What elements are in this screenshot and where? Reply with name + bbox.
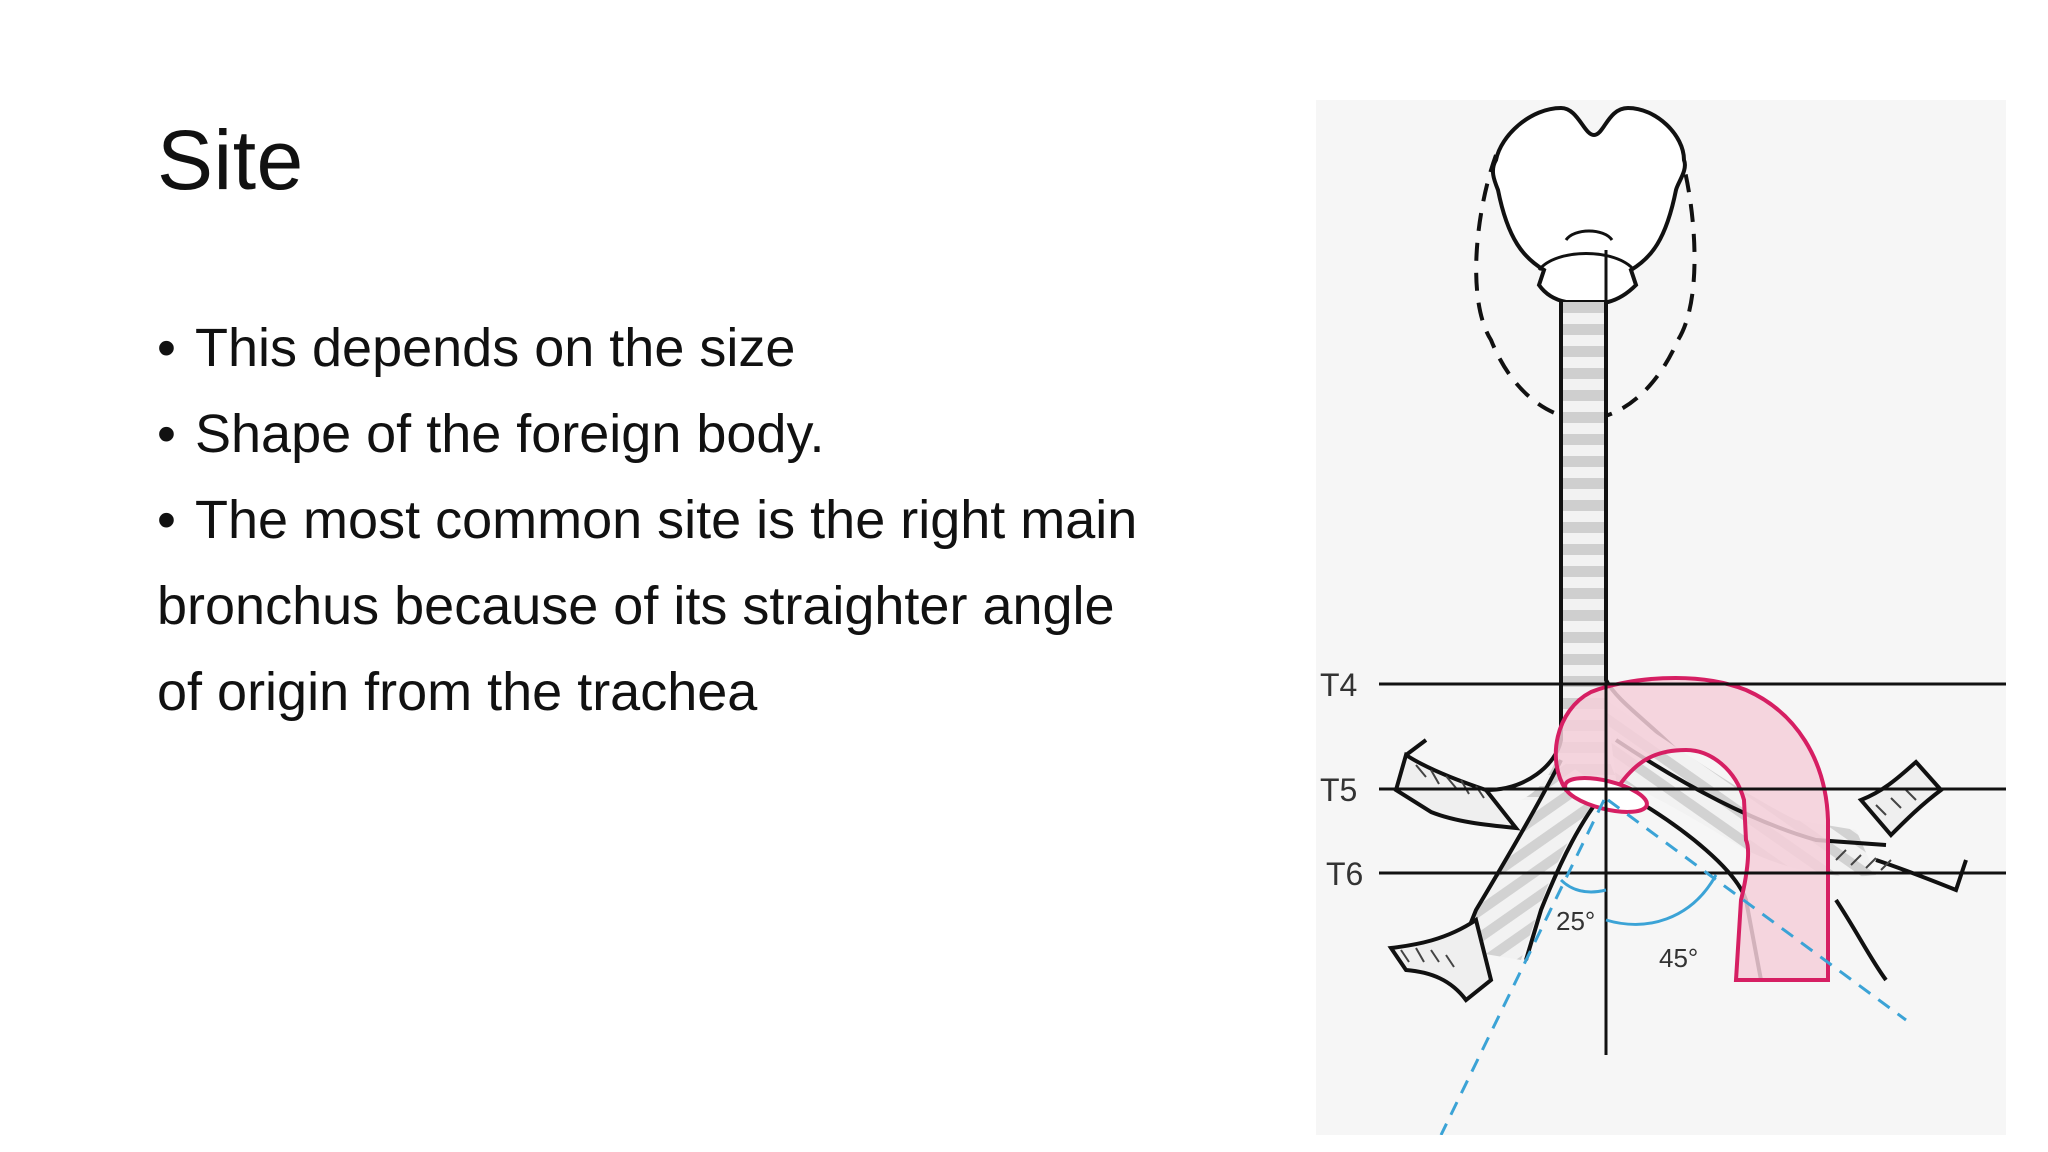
slide-body: • This depends on the size • Shape of the …: [157, 305, 1207, 735]
left-angle-line: [1607, 798, 1907, 1022]
angle-45-label: 45°: [1659, 943, 1698, 973]
t5-label: T5: [1320, 772, 1357, 808]
cricoid-ring: [1564, 229, 1614, 242]
right-angle-arc: [1559, 878, 1607, 894]
continuation-line: bronchus because of its straighter angle: [157, 576, 1115, 636]
bullet-marker: •: [157, 490, 176, 550]
right-lower-bronchus: [1387, 916, 1494, 1003]
angle-25-label: 25°: [1556, 906, 1595, 936]
bullet-item: • Shape of the foreign body.: [157, 391, 1207, 477]
right-main-bronchus: [1461, 760, 1606, 960]
thyroid-outline: [1474, 154, 1697, 423]
left-angle-arc: [1605, 874, 1718, 926]
bullet-text: This depends on the size: [195, 318, 796, 378]
anatomy-illustration: T4 T5 T6 25° 45°: [1320, 105, 2006, 1135]
trachea: [1521, 302, 1641, 800]
bronchi-texture: [1400, 764, 1917, 968]
bullet-text: The most common site is the right main: [195, 490, 1138, 550]
bullet-marker: •: [157, 404, 176, 464]
slide-title: Site: [157, 113, 304, 207]
right-upper-bronchus: [1393, 751, 1521, 831]
aortic-arch: [1553, 676, 1830, 982]
continuation-line: of origin from the trachea: [157, 662, 758, 722]
larynx-cartilage: [1490, 105, 1687, 304]
bullet-item: • The most common site is the right main: [157, 477, 1207, 563]
bullet-item: • This depends on the size: [157, 305, 1207, 391]
left-distal-branches: [1857, 759, 1944, 838]
t4-label: T4: [1320, 667, 1357, 703]
cricoid-curve: [1537, 252, 1636, 272]
bullet-marker: •: [157, 318, 176, 378]
bullet-text: Shape of the foreign body.: [195, 404, 825, 464]
t6-label: T6: [1326, 856, 1363, 892]
trachea-bronchi-diagram: T4 T5 T6 25° 45°: [1316, 100, 2006, 1135]
